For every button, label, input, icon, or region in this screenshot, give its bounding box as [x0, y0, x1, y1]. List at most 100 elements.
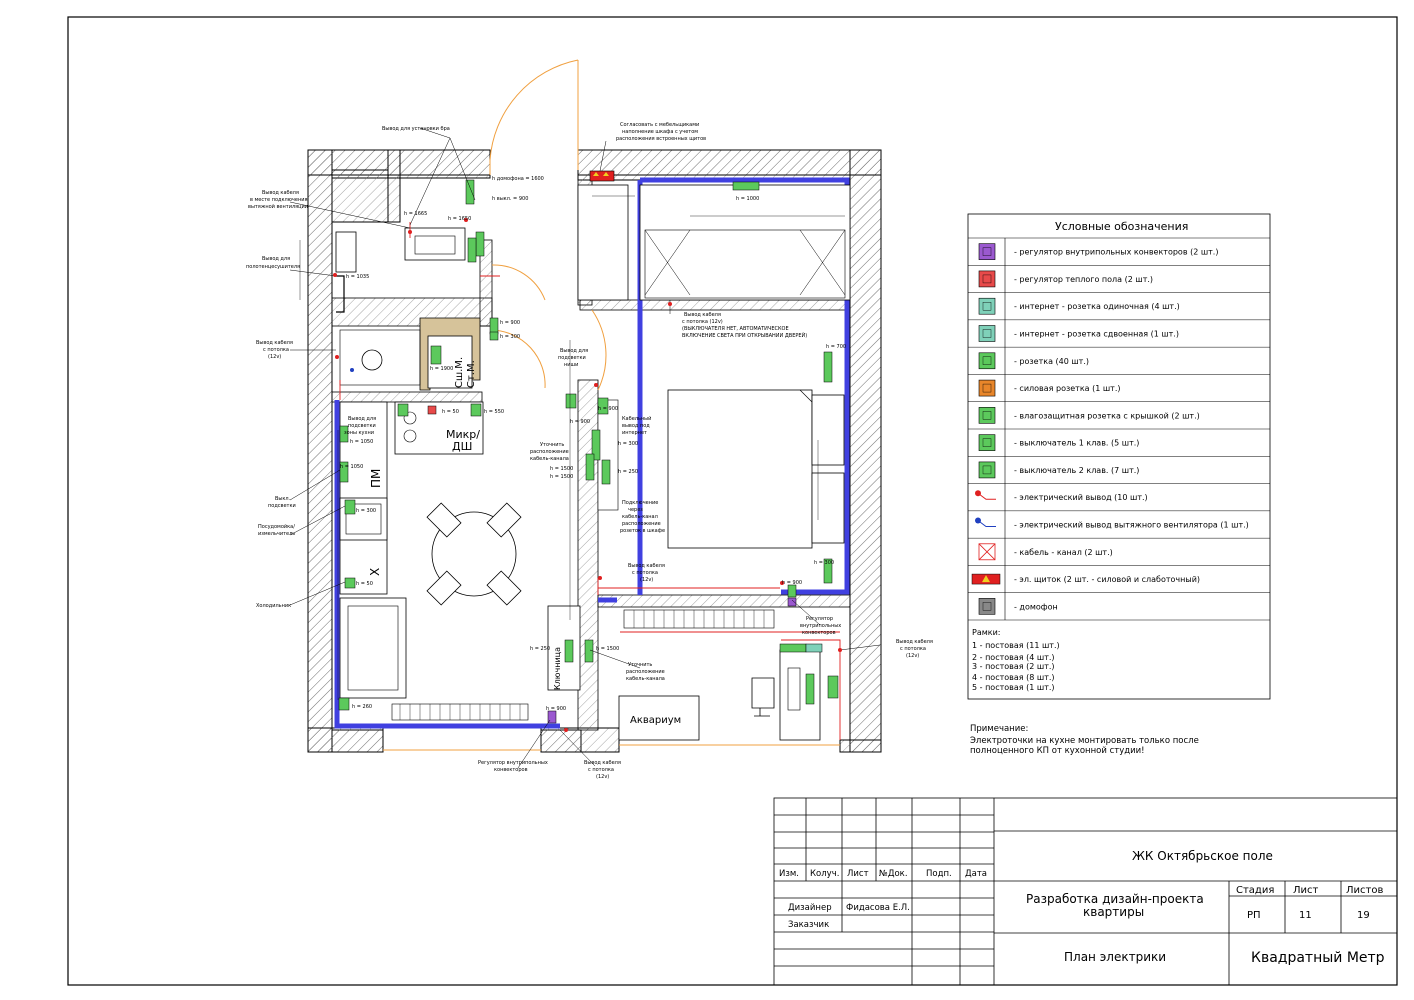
- dishwasher-top-label: ДШ: [452, 440, 472, 453]
- note-bottom-reg-2: конвекторов: [494, 767, 528, 773]
- note-towel-2: полотенцесушителя: [246, 264, 300, 270]
- tb-company: Квадратный Метр: [1251, 950, 1385, 966]
- h-300-a: h = 300: [500, 334, 520, 340]
- note-ceiling-3: (12v): [268, 354, 281, 360]
- convector-regulator-icon: [978, 243, 996, 260]
- key-cabinet: [547, 605, 581, 691]
- micro-label: Микр/: [446, 428, 480, 441]
- note-mid-cable-1: Вывод кабеля: [628, 563, 665, 569]
- towel-warmer: [336, 275, 345, 313]
- note-connect-1: Подключение: [622, 500, 658, 506]
- h-260: h = 260: [352, 704, 372, 710]
- h-250-a: h = 250: [618, 469, 638, 475]
- h-1050-b: h = 1050: [340, 464, 363, 470]
- h-300-c: h = 300: [356, 508, 376, 514]
- legend-item-label: - домофон: [1014, 602, 1058, 611]
- bedroom-wardrobe: [639, 184, 851, 301]
- tb-sheets-label: Листов: [1346, 885, 1383, 896]
- bath-toilet: [361, 349, 383, 371]
- fan-outlet-point-icon: [975, 517, 996, 527]
- note-bottom-cable-2: с потолка: [588, 767, 614, 773]
- hall-wardrobe: [577, 184, 629, 301]
- vent-shaft: [331, 169, 389, 223]
- legend-item-label: - розетка (40 шт.): [1014, 357, 1089, 366]
- aquarium: [618, 695, 700, 741]
- note-line-2: полноценного КП от кухонной студии!: [970, 746, 1145, 756]
- note-right-cable-3: (12v): [906, 653, 919, 659]
- h-1035: h = 1035: [346, 274, 369, 280]
- h-900-f: h = 900: [570, 419, 590, 425]
- note-line-1: Электроточки на кухне монтировать только…: [970, 736, 1199, 746]
- inner-wall-bath-hall: [479, 239, 493, 327]
- note-internet-1: Кабельный: [622, 415, 651, 422]
- height-marks: h домофона = 1600 h выкл. = 900 h = 1035…: [340, 176, 846, 712]
- floor-heating-regulator-icon: [978, 270, 996, 288]
- note-bottom-reg-1: Регулятор внутрипольных: [478, 760, 548, 766]
- internet-socket-single-icon: [978, 297, 996, 315]
- h-900-b: h = 900: [500, 320, 520, 326]
- note-block: Примечание: Электроточки на кухне монтир…: [970, 724, 1199, 756]
- room-labels: Сш.М. Ст.М. Микр/ ДШ ПМ Х Ключница Аквар…: [368, 357, 681, 726]
- tb-customer-role: Заказчик: [788, 920, 829, 930]
- outer-wall-top-right: [577, 149, 882, 176]
- sheet-border: [67, 16, 1398, 986]
- electric-panel-icon: [971, 573, 1001, 585]
- plan-notes: Вывод для установки бра Согласовать с ме…: [246, 122, 933, 780]
- switch-2-key-icon: [978, 461, 996, 479]
- socket-icon: [978, 352, 996, 370]
- note-kitchen-1: Вывод для: [348, 416, 376, 422]
- tb-work-2: квартиры: [1083, 905, 1144, 919]
- dishwasher-label: ПМ: [369, 469, 383, 488]
- tb-drawing: План электрики: [1064, 950, 1166, 964]
- tb-work-1: Разработка дизайн-проекта: [1026, 892, 1204, 906]
- note-connect-5: розеток в шкафе: [620, 528, 665, 534]
- tb-header-list: Лист: [847, 869, 869, 879]
- note-clarify-b-2: расположение: [626, 669, 665, 675]
- h-50-a: h = 50: [442, 409, 459, 415]
- h-1665: h = 1665: [404, 211, 427, 217]
- note-bottom-cable-1: Вывод кабеля: [584, 760, 621, 766]
- note-mid-cable-2: с потолка: [632, 570, 658, 576]
- toilet-tank: [335, 231, 357, 273]
- legend-item-label: - кабель - канал (2 шт.): [1014, 548, 1113, 557]
- power-socket-icon: [978, 379, 996, 397]
- tb-sheets: 19: [1357, 910, 1370, 921]
- legend: Условные обозначения - регулятор внутрип…: [967, 213, 1271, 700]
- note-mid-cable-3: (12v): [640, 577, 653, 583]
- note-connect-4: расположение: [622, 521, 661, 527]
- note-right-cable-1: Вывод кабеля: [896, 639, 933, 645]
- h-700: h = 700: [826, 344, 846, 350]
- outer-wall-bottom-left: [307, 727, 384, 753]
- note-clarify-b-3: кабель-канала: [626, 676, 665, 682]
- leader-lines: [289, 127, 881, 769]
- note-connect-3: кабель-канал: [622, 514, 658, 520]
- tb-designer-role: Дизайнер: [788, 903, 832, 913]
- legend-item-label: - силовая розетка (1 шт.): [1014, 384, 1121, 393]
- note-bed-1: Вывод кабеля: [684, 312, 721, 318]
- note-bed-3: (ВЫКЛЮЧАТЕЛЯ НЕТ, АВТОМАТИЧЕСКОЕ: [682, 326, 789, 332]
- note-door-outlet: Вывод для установки бра: [382, 126, 450, 132]
- note-fan-3: вытяжной вентиляции: [248, 203, 308, 210]
- washer-label-2: Ст.М.: [466, 360, 477, 388]
- note-title: Примечание:: [970, 724, 1028, 734]
- legend-item-label: - регулятор внутрипольных конвекторов (2…: [1014, 248, 1218, 257]
- outer-wall-left: [307, 149, 333, 753]
- outer-wall-right: [849, 149, 882, 753]
- h-550: h = 550: [484, 409, 504, 415]
- note-dish-2: измельчитель: [258, 531, 295, 537]
- h-900-e: h = 900: [782, 580, 802, 586]
- frames-title: Рамки:: [972, 628, 1001, 637]
- note-niche-1: Вывод для: [560, 348, 588, 354]
- floor-plan: Сш.М. Ст.М. Микр/ ДШ ПМ Х Ключница Аквар…: [246, 59, 933, 780]
- note-panel-2: наполнение шкафа с учетом: [622, 129, 698, 135]
- outlet-points: [333, 218, 842, 732]
- note-panel-3: расположения встроенных щитов: [616, 136, 706, 142]
- tb-header-data: Дата: [965, 869, 987, 879]
- note-clarify-2: расположение: [530, 449, 569, 455]
- tb-project: ЖК Октябрьское поле: [1132, 849, 1273, 863]
- legend-item-label: - интернет - розетка сдвоенная (1 шт.): [1014, 330, 1179, 339]
- legend-item-label: - влагозащитная розетка с крышкой (2 шт.…: [1014, 411, 1200, 420]
- h-50-b: h = 50: [356, 581, 373, 587]
- door-swings: [383, 59, 840, 751]
